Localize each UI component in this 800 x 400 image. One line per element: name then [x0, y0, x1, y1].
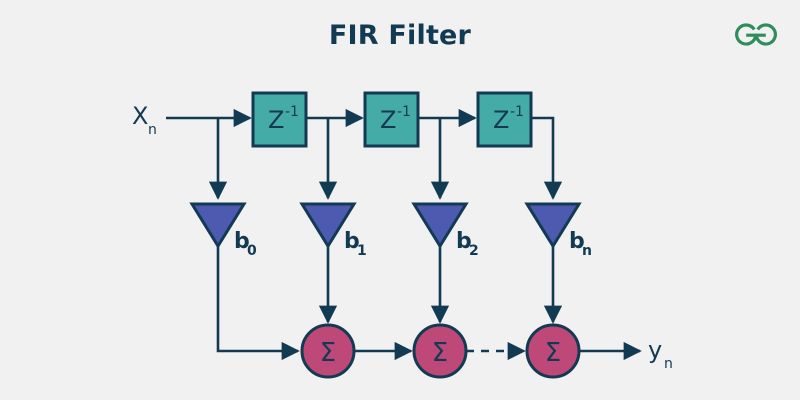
delay-block-1-label: Z	[268, 106, 284, 134]
gain-block-b2-sub: 2	[469, 243, 479, 259]
delay-block-2-exponent: -1	[397, 104, 411, 120]
delay-block-1[interactable]: Z -1	[251, 91, 308, 148]
sum-node-2-shape[interactable]	[412, 323, 468, 379]
delay-block-2[interactable]: Z -1	[363, 91, 420, 148]
delay-block-3-label: Z	[493, 106, 509, 134]
gain-block-b0[interactable]: b 0	[189, 202, 257, 259]
sum-node-3-shape[interactable]	[525, 323, 581, 379]
page-title: FIR Filter	[328, 20, 472, 51]
geeksforgeeks-logo	[735, 23, 777, 46]
gain-block-b1[interactable]: b 1	[299, 202, 367, 259]
input-label-sub: n	[148, 122, 157, 138]
sum-node-3-label: Σ	[545, 338, 561, 368]
sum-node-2[interactable]: Σ	[412, 323, 468, 379]
gain-block-b1-shape[interactable]	[299, 202, 357, 249]
delay-block-3-exponent: -1	[510, 104, 524, 120]
gain-block-b0-label: b	[234, 229, 250, 254]
gain-block-bn-sub: n	[582, 243, 592, 259]
sum-node-3[interactable]: Σ	[525, 323, 581, 379]
delay-block-2-label: Z	[380, 106, 396, 134]
sum-node-1[interactable]: Σ	[300, 323, 356, 379]
sum-node-1-shape[interactable]	[300, 323, 356, 379]
gain-block-bn-shape[interactable]	[524, 202, 582, 249]
delay-block-1-shape[interactable]	[251, 91, 308, 148]
output-label-text: y	[648, 336, 662, 364]
gain-block-bn[interactable]: b n	[524, 202, 592, 259]
delay-block-1-exponent: -1	[285, 104, 299, 120]
gain-block-b0-shape[interactable]	[189, 202, 247, 249]
delay-block-2-shape[interactable]	[363, 91, 420, 148]
sum-node-2-label: Σ	[432, 338, 448, 368]
input-label-text: X	[132, 102, 148, 130]
gain-block-b1-label: b	[344, 229, 360, 254]
wire-tap-n	[531, 116, 563, 200]
gain-block-b2[interactable]: b 2	[411, 202, 479, 259]
wire-b0-to-sum-1	[216, 246, 300, 361]
gain-block-b0-sub: 0	[247, 243, 257, 259]
gain-block-b1-sub: 1	[357, 243, 367, 259]
delay-block-3-shape[interactable]	[476, 91, 533, 148]
output-label: y n	[648, 336, 673, 372]
output-label-sub: n	[664, 356, 673, 372]
input-label: X n	[132, 102, 157, 138]
sum-node-1-label: Σ	[320, 338, 336, 368]
delay-block-3[interactable]: Z -1	[476, 91, 533, 148]
gain-block-bn-label: b	[569, 229, 585, 254]
gain-block-b2-label: b	[456, 229, 472, 254]
gain-block-b2-shape[interactable]	[411, 202, 469, 249]
